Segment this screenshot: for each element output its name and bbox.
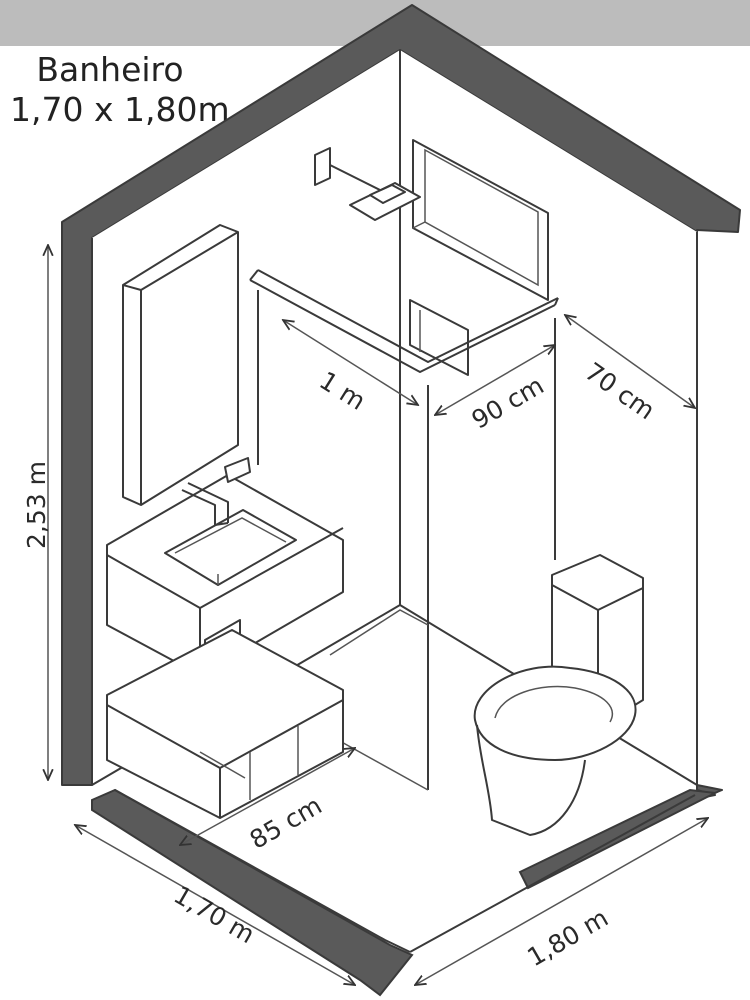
shower-enclosure [249,269,559,791]
toilet [473,554,644,836]
shower-head [314,147,421,221]
dim-shower-width-line [435,345,555,415]
dim-vanity-label: 85 cm [245,791,327,855]
dim-toilet-area-line [565,315,695,408]
dim-depth-line [415,818,708,985]
dimension-lines [48,245,708,985]
dim-height-label: 2,53 m [22,461,51,549]
room-size: 1,70 x 1,80m [10,90,230,129]
plan-title: Banheiro 1,70 x 1,80m [10,50,230,130]
mirror-cabinet [122,224,239,506]
dim-depth-label: 1,80 m [522,903,613,972]
dim-vanity-line [180,748,355,845]
room-name: Banheiro [36,50,184,89]
dim-width-line [75,825,355,985]
dim-shower-length-line [283,320,418,405]
